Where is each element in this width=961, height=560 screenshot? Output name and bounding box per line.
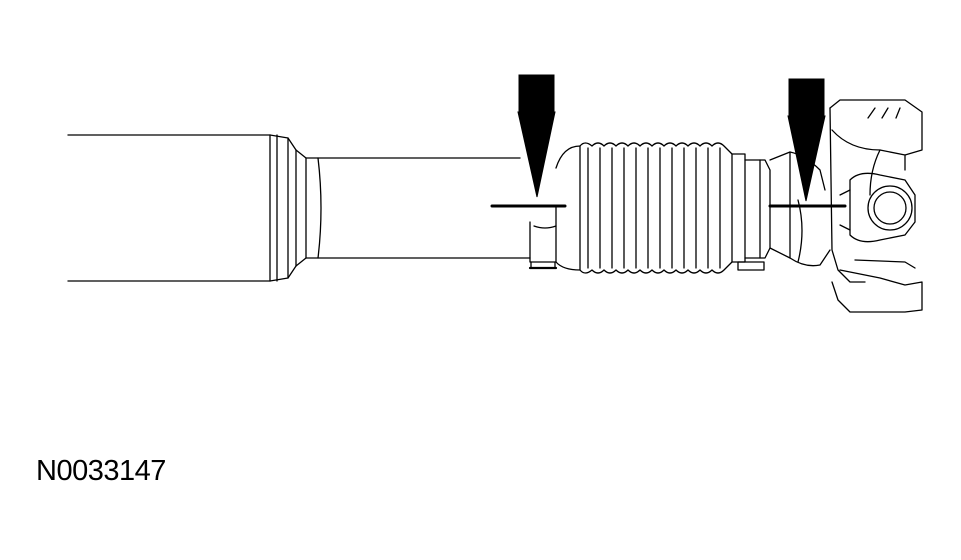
universal-joint-yoke: [829, 99, 923, 313]
left-boot-clamp: [528, 205, 558, 270]
right-boot-clamp: [737, 159, 771, 271]
figure-code-label: N0033147: [36, 455, 166, 487]
right-arrow-icon: [787, 78, 826, 202]
driveshaft-tube: [67, 134, 307, 282]
u-joint-bearing-cap: [839, 172, 916, 243]
bellows-boot: [555, 142, 746, 274]
left-arrow-icon: [517, 74, 556, 198]
shaft-neck: [305, 157, 531, 259]
